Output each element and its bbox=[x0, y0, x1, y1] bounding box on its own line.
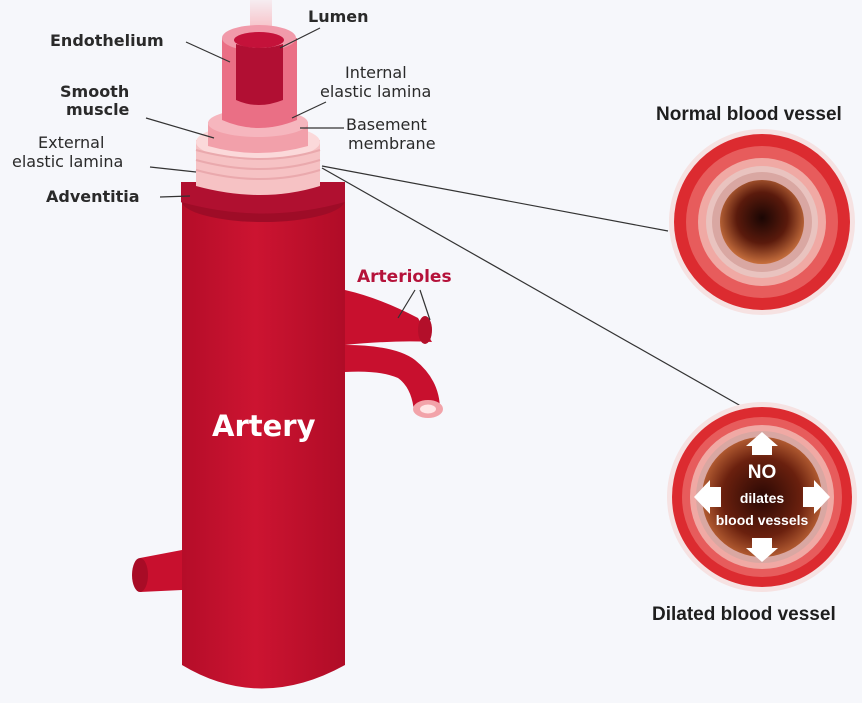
artery-label: Artery bbox=[212, 409, 316, 443]
external-elastic-lamina-label-group: External elastic lamina bbox=[12, 133, 196, 172]
smooth-muscle-label-line1: Smooth bbox=[60, 82, 129, 101]
endothelium-label: Endothelium bbox=[50, 31, 164, 50]
endothelium-label-group: Endothelium bbox=[50, 31, 230, 62]
internal-elastic-lamina-label-line2: elastic lamina bbox=[320, 82, 431, 101]
normal-vessel-title: Normal blood vessel bbox=[656, 104, 842, 125]
smooth-muscle-label-group: Smooth muscle bbox=[60, 82, 214, 138]
dilates-text: dilates bbox=[740, 490, 785, 506]
normal-vessel-cross-section bbox=[669, 129, 855, 315]
basement-membrane-label-line1: Basement bbox=[346, 115, 427, 134]
internal-elastic-lamina-label-line1: Internal bbox=[345, 63, 407, 82]
external-elastic-lamina-label-line2: elastic lamina bbox=[12, 152, 123, 171]
external-elastic-lamina-label-line1: External bbox=[38, 133, 104, 152]
adventitia-label: Adventitia bbox=[46, 187, 140, 206]
dilated-vessel-cross-section: NO dilates blood vessels bbox=[667, 402, 857, 592]
smooth-muscle-label-line2: muscle bbox=[66, 100, 130, 119]
internal-elastic-lamina-label-group: Internal elastic lamina bbox=[292, 63, 431, 118]
basement-membrane-label-line2: membrane bbox=[348, 134, 436, 153]
no-text: NO bbox=[748, 462, 777, 483]
lumen-label-group: Lumen bbox=[280, 7, 369, 48]
adventitia-label-group: Adventitia bbox=[46, 187, 190, 206]
arterioles-label: Arterioles bbox=[357, 267, 452, 287]
dilated-vessel-title: Dilated blood vessel bbox=[652, 604, 836, 625]
lumen-label: Lumen bbox=[308, 7, 369, 26]
blood-vessels-text: blood vessels bbox=[716, 512, 809, 528]
basement-membrane-label-group: Basement membrane bbox=[300, 115, 436, 153]
endothelium-tube bbox=[222, 0, 297, 128]
